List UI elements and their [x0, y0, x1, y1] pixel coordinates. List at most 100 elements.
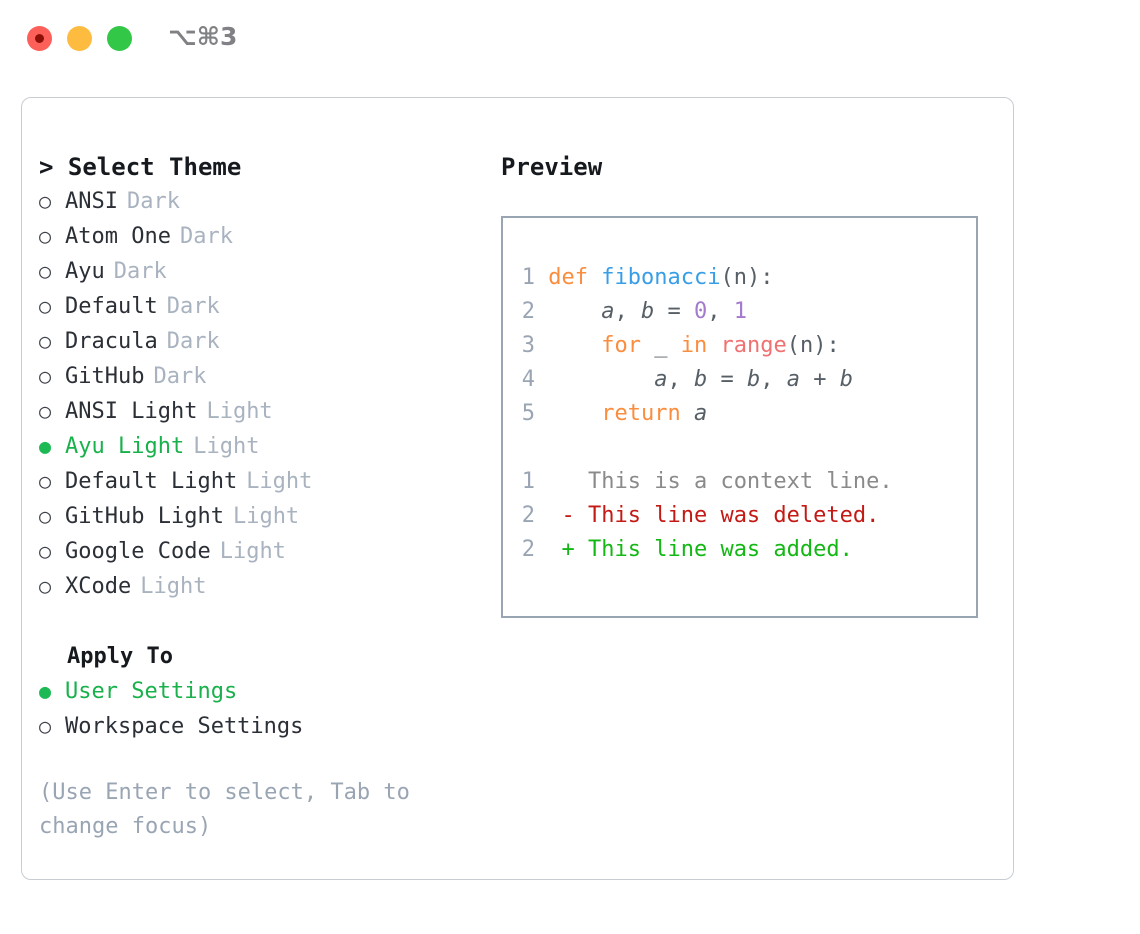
theme-option-atom-one[interactable]: ○ Atom One Dark: [39, 219, 489, 254]
line-number: 1: [521, 469, 535, 494]
code-token: [681, 401, 694, 426]
code-token: =: [654, 299, 694, 324]
theme-variant-badge: Light: [219, 539, 286, 564]
code-token: [548, 299, 601, 324]
keyboard-hint-text: (Use Enter to select, Tab to change focu…: [39, 780, 410, 839]
title-bar: ⌥⌘3: [0, 0, 1140, 78]
code-token: 1: [733, 299, 747, 324]
line-number: 2: [521, 537, 535, 562]
code-token: b: [640, 299, 655, 324]
theme-variant-badge: Light: [232, 504, 300, 529]
code-line: 2 a, b = 0, 1: [521, 295, 970, 329]
code-token: b: [746, 367, 761, 392]
radio-unselected-icon: ○: [39, 714, 52, 738]
theme-variant-badge: Light: [206, 399, 273, 424]
apply-to-option-workspace-settings[interactable]: ○Workspace Settings: [39, 709, 489, 744]
radio-unselected-icon: ○: [39, 259, 52, 283]
theme-option-label: Atom One: [65, 224, 171, 249]
code-token: a: [601, 299, 615, 324]
code-token: ,: [760, 367, 787, 392]
line-number: 2: [521, 503, 535, 528]
theme-option-label: XCode: [65, 574, 132, 599]
code-token: a: [654, 367, 668, 392]
line-number: 3: [521, 333, 535, 358]
radio-unselected-icon: ○: [39, 539, 52, 563]
code-token: a: [786, 367, 800, 392]
diff-line-del: 2 - This line was deleted.: [521, 499, 970, 533]
gutter-space: [535, 333, 548, 358]
code-token: ,: [707, 299, 734, 324]
code-token: for: [601, 333, 641, 358]
code-token: def: [548, 265, 602, 290]
gutter-space: [535, 469, 562, 494]
line-number: 5: [521, 401, 535, 426]
code-token: in: [680, 333, 708, 358]
diff-text: This line was deleted.: [574, 503, 880, 528]
maximize-window-button[interactable]: [107, 26, 132, 51]
minimize-window-button[interactable]: [67, 26, 92, 51]
apply-to-option-label: User Settings: [65, 679, 238, 704]
theme-option-label: Default Light: [65, 469, 238, 494]
code-token: (n):: [786, 333, 840, 358]
theme-option-google-code[interactable]: ○ Google Code Light: [39, 534, 489, 569]
gutter-space: [535, 537, 562, 562]
radio-unselected-icon: ○: [39, 469, 52, 493]
radio-unselected-icon: ○: [39, 224, 52, 248]
diff-sign: [562, 469, 575, 494]
theme-option-label: Ayu: [65, 259, 105, 284]
code-line: 1 def fibonacci(n):: [521, 261, 970, 295]
diff-line-add: 2 + This line was added.: [521, 533, 970, 567]
code-token: ,: [614, 299, 641, 324]
close-icon: [35, 34, 44, 43]
radio-unselected-icon: ○: [39, 504, 52, 528]
code-token: a: [693, 401, 708, 426]
radio-unselected-icon: ○: [39, 329, 52, 353]
preview-title: Preview: [501, 153, 603, 181]
radio-unselected-icon: ○: [39, 574, 52, 598]
gutter-space: [535, 299, 548, 324]
radio-selected-icon: ●: [39, 679, 52, 703]
line-number: 2: [521, 299, 535, 324]
theme-variant-badge: Dark: [153, 364, 207, 389]
code-token: =: [707, 367, 747, 392]
theme-option-label: Dracula: [65, 329, 158, 354]
theme-variant-badge: Dark: [179, 224, 233, 249]
gutter-space: [535, 503, 562, 528]
radio-unselected-icon: ○: [39, 364, 52, 388]
apply-to-header: Apply To: [67, 644, 173, 669]
theme-variant-badge: Dark: [113, 259, 167, 284]
apply-to-option-user-settings[interactable]: ● User Settings: [39, 674, 489, 709]
theme-option-label: Ayu Light: [65, 434, 185, 459]
theme-option-ayu[interactable]: ○ Ayu Dark: [39, 254, 489, 289]
apply-to-list[interactable]: ● User Settings ○Workspace Settings: [39, 674, 489, 744]
code-token: 0: [693, 299, 708, 324]
diff-text: This is a context line.: [574, 469, 893, 494]
theme-option-label: ANSI: [65, 189, 118, 214]
code-token: [548, 367, 654, 392]
code-token: [707, 333, 720, 358]
close-window-button[interactable]: [27, 26, 52, 51]
code-line: 4 a, b = b, a + b: [521, 363, 970, 397]
theme-variant-badge: Dark: [126, 189, 180, 214]
code-token: b: [693, 367, 708, 392]
gutter-space: [535, 265, 548, 290]
code-token: _: [640, 333, 681, 358]
theme-variant-badge: Dark: [166, 294, 220, 319]
keyboard-shortcut-label: ⌥⌘3: [168, 22, 238, 51]
theme-option-label: Google Code: [65, 539, 211, 564]
code-token: b: [839, 367, 853, 392]
